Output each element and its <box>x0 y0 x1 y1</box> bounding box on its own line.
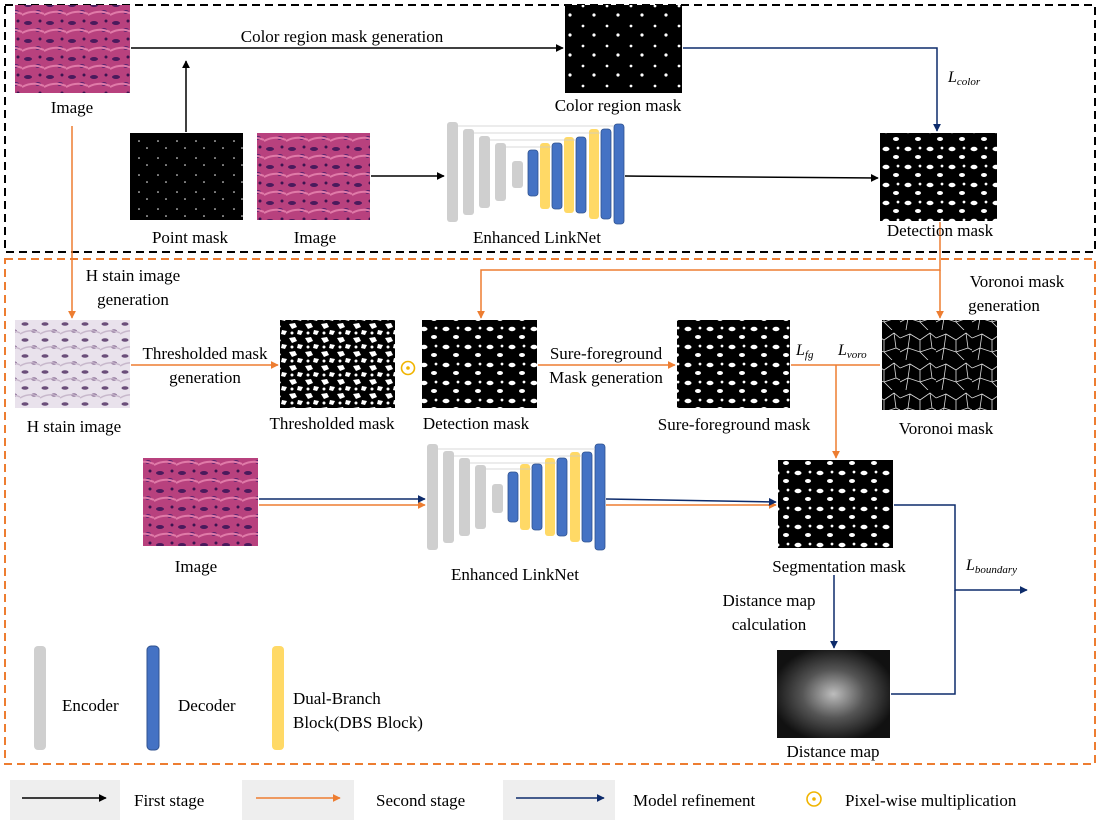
decoder-swatch <box>146 645 160 751</box>
label-h-gen-2: generation <box>97 290 169 309</box>
label-thresh-gen-1: Thresholded mask <box>142 344 268 363</box>
label-l-fg: Lfg <box>795 342 814 361</box>
label-dist-calc-1: Distance map <box>723 591 816 610</box>
image-top-thumb <box>15 5 130 93</box>
legend-mult-icon <box>806 791 822 807</box>
label-sure-gen-1: Sure-foreground <box>550 344 663 363</box>
distance-map-thumb <box>777 650 890 738</box>
legend-second-stage: Second stage <box>376 791 465 810</box>
label-l-color: Lcolor <box>947 69 981 88</box>
label-image-bottom: Image <box>175 557 217 576</box>
legend-pixel-mult: Pixel-wise multiplication <box>845 791 1017 810</box>
label-h-stain: H stain image <box>27 417 121 436</box>
color-loss-arrow <box>683 47 941 132</box>
label-h-gen-1: H stain image <box>86 266 180 285</box>
label-color-mask: Color region mask <box>555 96 682 115</box>
label-point-mask: Point mask <box>152 228 229 247</box>
image-bottom-thumb <box>143 458 258 546</box>
label-l-boundary: Lboundary <box>965 557 1017 576</box>
label-sure-gen-2: Mask generation <box>549 368 663 387</box>
thresholded-mask-thumb <box>280 320 395 408</box>
detection-mask-top-thumb <box>880 133 997 221</box>
linknet-top <box>447 122 625 225</box>
label-thresh-gen-2: generation <box>169 368 241 387</box>
sure-foreground-mask-thumb <box>677 320 790 408</box>
label-dist-calc-2: calculation <box>732 615 807 634</box>
legend-model-refinement: Model refinement <box>633 791 756 810</box>
first-stage-arrows <box>131 44 879 182</box>
label-detection-mid: Detection mask <box>423 414 530 433</box>
label-encoder: Encoder <box>62 696 119 715</box>
label-linknet-top: Enhanced LinkNet <box>473 228 601 247</box>
label-sure-mask: Sure-foreground mask <box>658 415 811 434</box>
label-seg-mask: Segmentation mask <box>772 557 906 576</box>
label-decoder: Decoder <box>178 696 236 715</box>
encoder-swatch <box>34 646 46 750</box>
second-stage-arrows <box>68 126 944 509</box>
legend: First stage Second stage Model refinemen… <box>10 780 1017 820</box>
detection-mask-mid-thumb <box>422 320 537 408</box>
pixel-mult-symbol <box>400 360 416 376</box>
linknet-bottom <box>427 443 606 551</box>
label-l-voro: Lvoro <box>837 342 867 361</box>
first-stage-box <box>4 4 1096 253</box>
label-distance-map: Distance map <box>787 742 880 761</box>
label-image-mid: Image <box>294 228 336 247</box>
segmentation-mask-thumb <box>778 460 893 548</box>
dbs-swatch <box>272 646 284 750</box>
label-voronoi-gen-1: Voronoi mask <box>970 272 1065 291</box>
color-region-mask-thumb <box>565 5 682 93</box>
label-dbs-2: Block(DBS Block) <box>293 713 423 732</box>
label-voronoi-mask: Voronoi mask <box>899 419 994 438</box>
legend-first-stage: First stage <box>134 791 204 810</box>
label-dbs-1: Dual-Branch <box>293 689 381 708</box>
label-image-top: Image <box>51 98 93 117</box>
second-stage-box <box>4 258 1096 765</box>
label-color-gen: Color region mask generation <box>241 27 444 46</box>
h-stain-thumb <box>15 320 130 408</box>
point-mask-thumb <box>130 133 243 220</box>
image-mid-thumb <box>257 133 370 220</box>
label-thresholded: Thresholded mask <box>269 414 395 433</box>
label-voronoi-gen-2: generation <box>968 296 1040 315</box>
label-detection-top: Detection mask <box>887 221 994 240</box>
refinement-arrows <box>259 495 1028 695</box>
label-linknet-bottom: Enhanced LinkNet <box>451 565 579 584</box>
voronoi-mask-thumb <box>882 320 997 410</box>
